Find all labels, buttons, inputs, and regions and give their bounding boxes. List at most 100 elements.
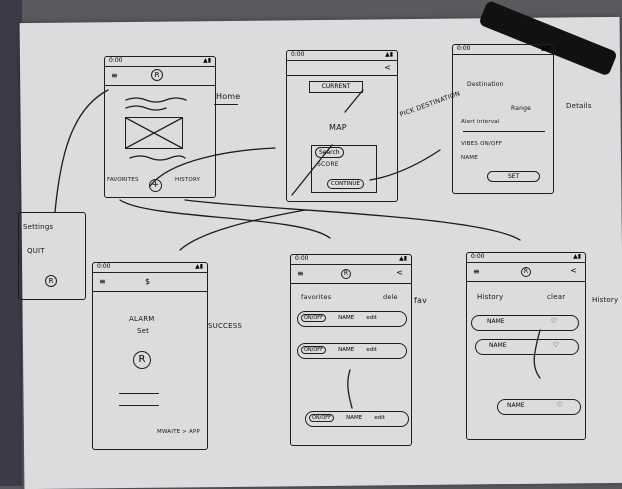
- favorite-row[interactable]: ON/OFF NAME edit: [305, 411, 409, 427]
- row-name: NAME: [507, 402, 525, 409]
- status-bar: 0:00 ▲▮: [287, 51, 397, 61]
- menu-icon[interactable]: ≡: [99, 277, 106, 286]
- time-label: 0:00: [457, 45, 471, 52]
- vibration-toggle[interactable]: VIBES ON/OFF: [461, 141, 503, 147]
- logo: R: [133, 351, 151, 369]
- history-title: History: [477, 293, 504, 301]
- status-bar: 0:00 ▲▮: [291, 255, 411, 265]
- signal-icon: ▲▮: [203, 57, 211, 64]
- edit-button[interactable]: edit: [366, 315, 377, 321]
- favorites-screen: 0:00 ▲▮ ≡ R < favorites dele ON/OFF NAME…: [290, 254, 412, 446]
- fav-label: fav: [414, 296, 428, 305]
- heart-icon[interactable]: ♡: [550, 317, 557, 325]
- row-name: NAME: [489, 342, 507, 349]
- status-bar: 0:00 ▲▮: [93, 263, 207, 273]
- heart-icon[interactable]: ♡: [556, 401, 563, 409]
- menu-icon[interactable]: ≡: [111, 71, 118, 80]
- header-divider: [93, 291, 207, 292]
- settings-card: Settings QUIT R: [18, 212, 86, 300]
- history-screen: 0:00 ▲▮ ≡ R < History clear NAME ♡ NAME …: [466, 252, 586, 440]
- signal-icon: ▲▮: [573, 253, 581, 260]
- search-input[interactable]: Search: [315, 147, 344, 158]
- status-bar: 0:00 ▲▮: [467, 253, 585, 263]
- success-label: SUCCESS: [208, 322, 243, 330]
- menu-icon[interactable]: ≡: [297, 269, 304, 278]
- name-field[interactable]: NAME: [461, 155, 478, 161]
- header-divider: [467, 281, 585, 282]
- alert-interval-label: Alert interval: [461, 119, 500, 125]
- signal-icon: ▲▮: [195, 263, 203, 270]
- home-label-underline: [214, 104, 238, 105]
- onoff-toggle[interactable]: ON/OFF: [301, 314, 327, 322]
- map-area[interactable]: MAP: [329, 123, 347, 132]
- alarm-label: ALARM: [129, 315, 155, 323]
- text-line: [119, 393, 159, 394]
- edit-button[interactable]: edit: [366, 347, 377, 353]
- search-panel: [311, 145, 377, 193]
- back-icon[interactable]: <: [384, 63, 391, 72]
- header-divider: [105, 85, 215, 86]
- interval-slider[interactable]: [463, 131, 545, 132]
- home-screen: 0:00 ▲▮ ≡ R FAVORITES + HISTORY: [104, 56, 216, 198]
- clear-button[interactable]: clear: [547, 293, 566, 301]
- menu-icon[interactable]: ≡: [473, 267, 480, 276]
- favorites-button[interactable]: FAVORITES: [107, 177, 139, 183]
- status-bar: 0:00 ▲▮: [453, 45, 553, 55]
- history-row[interactable]: NAME ♡: [471, 315, 579, 331]
- destination-label: Destination: [467, 81, 504, 88]
- text-line: [119, 405, 159, 406]
- row-name: NAME: [346, 415, 363, 421]
- set-button[interactable]: SET: [487, 171, 541, 182]
- signal-icon: ▲▮: [385, 51, 393, 58]
- set-label: Set: [137, 327, 150, 335]
- history-button[interactable]: HISTORY: [175, 177, 201, 183]
- map-screen: 0:00 ▲▮ < CURRENT MAP Search SCORE CONTI…: [286, 50, 398, 202]
- currency-icon: $: [145, 277, 151, 286]
- score-label: SCORE: [317, 161, 339, 168]
- time-label: 0:00: [295, 255, 309, 262]
- row-name: NAME: [338, 315, 355, 321]
- time-label: 0:00: [109, 57, 123, 64]
- settings-item[interactable]: Settings: [23, 223, 54, 231]
- row-name: NAME: [338, 347, 355, 353]
- range-label: Range: [511, 105, 532, 112]
- row-name: NAME: [487, 318, 505, 325]
- current-location-field[interactable]: CURRENT: [309, 81, 363, 93]
- delete-button[interactable]: dele: [383, 293, 398, 301]
- onoff-toggle[interactable]: ON/OFF: [309, 414, 335, 422]
- logo: R: [45, 275, 57, 287]
- header-divider: [291, 283, 411, 284]
- edit-button[interactable]: edit: [374, 415, 385, 421]
- favorite-row[interactable]: ON/OFF NAME edit: [297, 343, 407, 359]
- time-label: 0:00: [97, 263, 111, 270]
- details-label: Details: [566, 102, 592, 110]
- back-icon[interactable]: <: [570, 266, 577, 275]
- heart-icon[interactable]: ♡: [552, 341, 559, 349]
- make-app-link[interactable]: MWAITE > APP: [157, 429, 201, 435]
- onoff-toggle[interactable]: ON/OFF: [301, 346, 327, 354]
- add-button[interactable]: +: [149, 179, 162, 192]
- back-icon[interactable]: <: [396, 268, 403, 277]
- history-row[interactable]: NAME ♡: [475, 339, 579, 355]
- desk-background: [0, 0, 22, 486]
- history-row[interactable]: NAME ♡: [497, 399, 581, 415]
- history-label: History: [592, 296, 619, 304]
- time-label: 0:00: [471, 253, 485, 260]
- signal-icon: ▲▮: [541, 45, 549, 52]
- quit-item[interactable]: QUIT: [27, 247, 45, 255]
- time-label: 0:00: [291, 51, 305, 58]
- details-screen: 0:00 ▲▮ Destination Range Alert interval…: [452, 44, 554, 194]
- continue-button[interactable]: CONTINUE: [327, 179, 364, 189]
- header-divider: [287, 75, 397, 76]
- status-bar: 0:00 ▲▮: [105, 57, 215, 67]
- success-screen: 0:00 ▲▮ ≡ $ ALARM Set R MWAITE > APP: [92, 262, 208, 450]
- logo: R: [341, 269, 351, 279]
- logo: R: [521, 267, 531, 277]
- image-placeholder: [125, 117, 183, 149]
- logo: R: [151, 69, 163, 81]
- home-label: Home: [216, 92, 241, 101]
- signal-icon: ▲▮: [399, 255, 407, 262]
- favorite-row[interactable]: ON/OFF NAME edit: [297, 311, 407, 327]
- favorites-title: favorites: [301, 293, 332, 301]
